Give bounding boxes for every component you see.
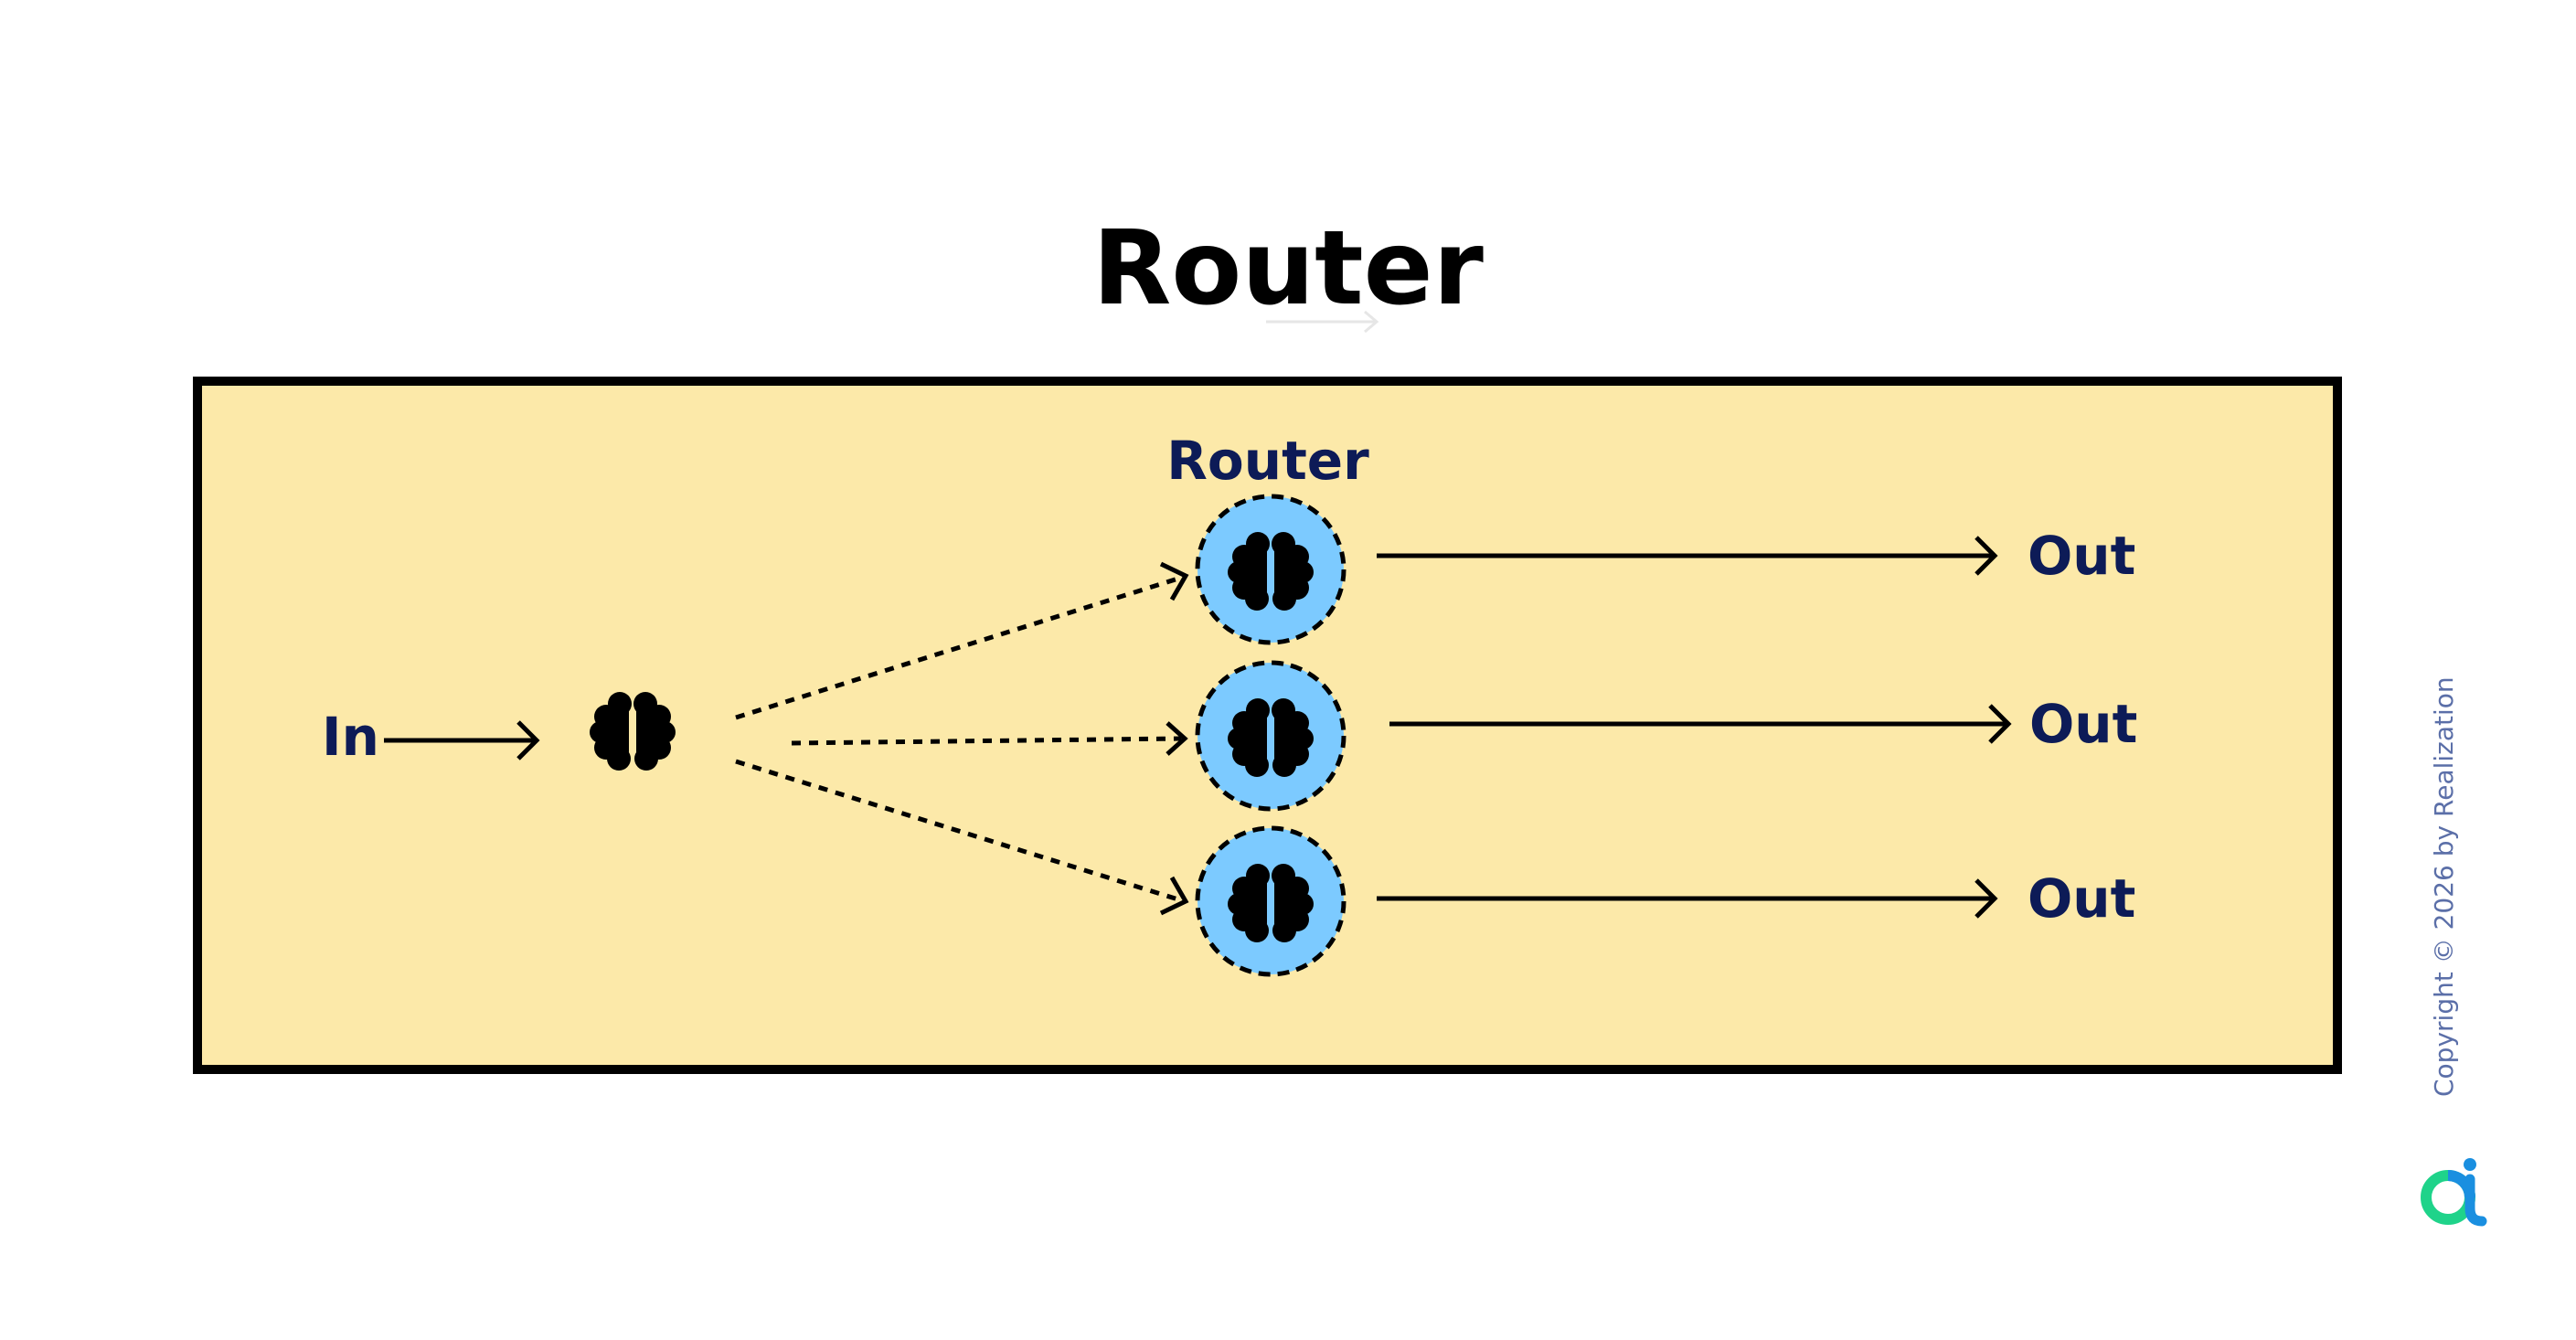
route-arrowhead-middle [1166,721,1188,756]
output-label-3: Out [2028,867,2135,930]
router-node-2 [1195,660,1347,812]
output-label-1: Out [2028,525,2135,587]
output-arrowhead-1 [1975,536,1998,576]
realization-logo-icon [2421,1158,2487,1227]
title-decoration-arrowhead [1364,310,1379,334]
diagram-title: Router [1092,209,1484,328]
route-arrow-middle [791,736,1182,746]
router-node-3 [1195,825,1347,977]
output-arrowhead-3 [1975,878,1998,919]
copyright-text: Copyright © 2026 by Realization [2429,676,2459,1097]
input-label: In [322,706,379,768]
route-arrowhead-bottom [1159,876,1189,916]
input-arrowhead [516,720,540,760]
router-node-1 [1195,494,1347,645]
route-arrowhead-top [1159,561,1189,601]
output-label-2: Out [2029,693,2137,755]
route-arrow-bottom [735,759,1182,903]
route-arrow-top [735,575,1182,720]
output-arrowhead-2 [1988,704,2012,744]
router-label: Router [1166,430,1369,492]
